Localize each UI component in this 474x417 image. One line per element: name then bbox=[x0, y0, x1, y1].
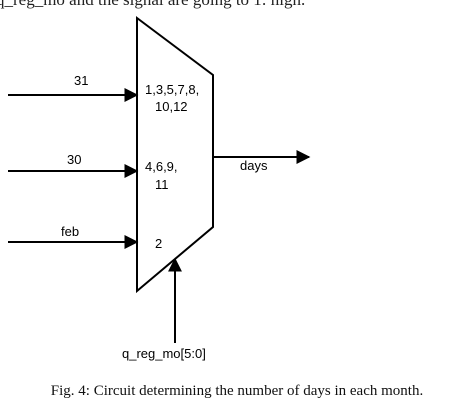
case-label-2-line-1: 4,6,9, bbox=[145, 159, 178, 174]
case-label-2-line-2: 11 bbox=[155, 177, 169, 192]
case-label-3: 2 bbox=[155, 236, 162, 251]
case-label-1-line-2: 10,12 bbox=[155, 99, 188, 114]
output-label: days bbox=[240, 158, 268, 173]
select-label: q_reg_mo[5:0] bbox=[122, 346, 206, 361]
input-label-feb: feb bbox=[61, 224, 79, 239]
input-label-31: 31 bbox=[74, 73, 88, 88]
multiplexer-body bbox=[136, 16, 214, 294]
input-label-30: 30 bbox=[67, 152, 81, 167]
figure-caption: Fig. 4: Circuit determining the number o… bbox=[51, 383, 423, 399]
case-label-1-line-1: 1,3,5,7,8, bbox=[145, 82, 199, 97]
top-text-fragment: q_reg_mo and the signal are going to 1: … bbox=[0, 0, 305, 9]
